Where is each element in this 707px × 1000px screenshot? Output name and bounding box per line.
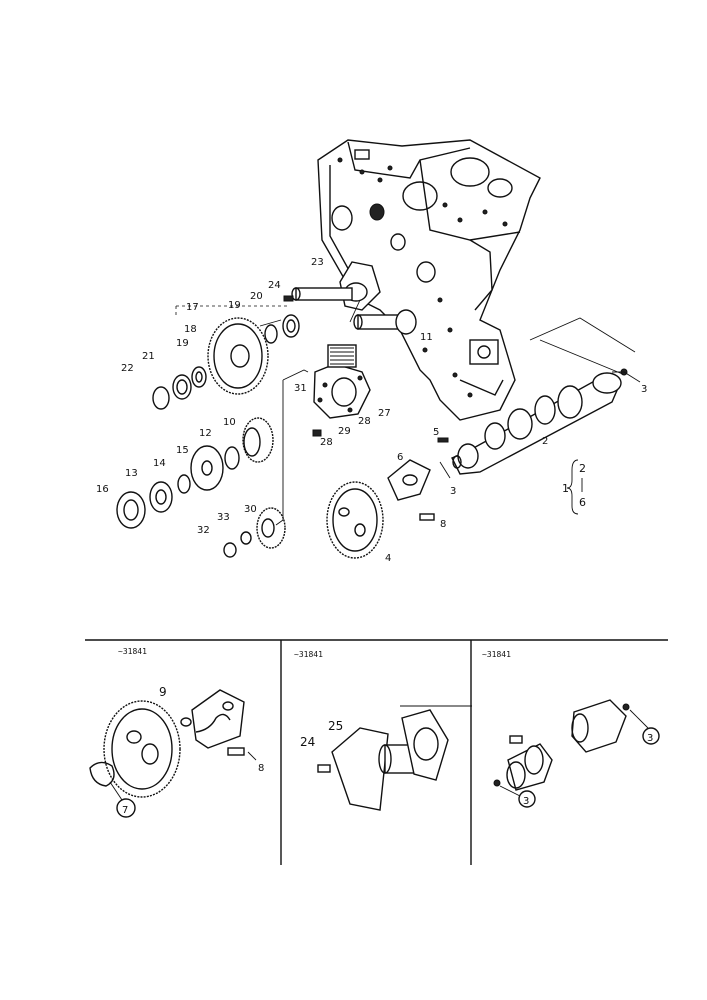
label-20: 20 — [250, 291, 263, 302]
assembly-bracket: 1 2 6 — [562, 459, 586, 515]
label-18: 18 — [184, 324, 197, 335]
inset3-label-3a: 3 — [647, 733, 653, 744]
inset1-label-7: 7 — [122, 805, 128, 816]
idle-gear-17 — [207, 317, 269, 395]
label-12: 12 — [199, 428, 212, 439]
bracket-1: 1 — [562, 482, 569, 495]
callout-labels: 3 2 5 6 3 8 4 23 24 20 19 17 18 19 21 22… — [96, 257, 647, 564]
label-28b: 28 — [320, 437, 333, 448]
inset3-label-3b: 3 — [523, 796, 529, 807]
inset-2-plate: ~31841 24 25 — [294, 650, 472, 811]
bracket-2: 2 — [579, 462, 586, 475]
label-10: 10 — [223, 417, 236, 428]
inset3-header: ~31841 — [482, 650, 511, 659]
label-3b: 3 — [450, 486, 456, 497]
label-15: 15 — [176, 445, 189, 456]
washers-18-22 — [152, 295, 300, 410]
label-17: 17 — [186, 302, 199, 313]
label-28: 28 — [358, 416, 371, 427]
label-8: 8 — [440, 519, 446, 530]
label-19: 19 — [228, 300, 241, 311]
gear-case-plate — [291, 261, 417, 335]
inset1-label-8: 8 — [258, 763, 264, 774]
label-6: 6 — [397, 452, 403, 463]
inset-frame — [85, 639, 668, 865]
label-5: 5 — [433, 427, 439, 438]
engine-block — [317, 139, 541, 421]
inset2-label-25: 25 — [328, 719, 343, 733]
label-27: 27 — [378, 408, 391, 419]
label-33: 33 — [217, 512, 230, 523]
label-24: 24 — [268, 280, 281, 291]
inset1-label-9: 9 — [159, 685, 167, 699]
label-16: 16 — [96, 484, 109, 495]
cam-gear-4 — [326, 481, 384, 559]
plate-6 — [387, 437, 449, 521]
label-2: 2 — [542, 436, 548, 447]
label-29: 29 — [338, 426, 351, 437]
gear-30-and-washers — [223, 507, 286, 558]
gear-stack-12-16 — [116, 429, 322, 529]
inset2-header: ~31841 — [294, 650, 323, 659]
label-4: 4 — [385, 553, 391, 564]
label-21: 21 — [142, 351, 155, 362]
label-32: 32 — [197, 525, 210, 536]
leader-lines — [175, 299, 636, 526]
label-11: 11 — [420, 332, 433, 343]
label-22: 22 — [121, 363, 134, 374]
label-3: 3 — [641, 384, 647, 395]
label-30: 30 — [244, 504, 257, 515]
oil-pump-assembly — [313, 344, 371, 419]
camshaft — [451, 368, 641, 475]
inset-3-bearing: ~31841 3 3 — [482, 650, 660, 808]
inset2-label-24: 24 — [300, 735, 315, 749]
label-13: 13 — [125, 468, 138, 479]
label-31: 31 — [294, 383, 307, 394]
inset1-header: ~31841 — [118, 647, 147, 656]
label-14: 14 — [153, 458, 166, 469]
inset-1-cam-gear: ~31841 9 8 7 — [89, 647, 264, 818]
gear-10 — [242, 417, 274, 463]
label-23: 23 — [311, 257, 324, 268]
label-19b: 19 — [176, 338, 189, 349]
bracket-6: 6 — [579, 496, 586, 509]
